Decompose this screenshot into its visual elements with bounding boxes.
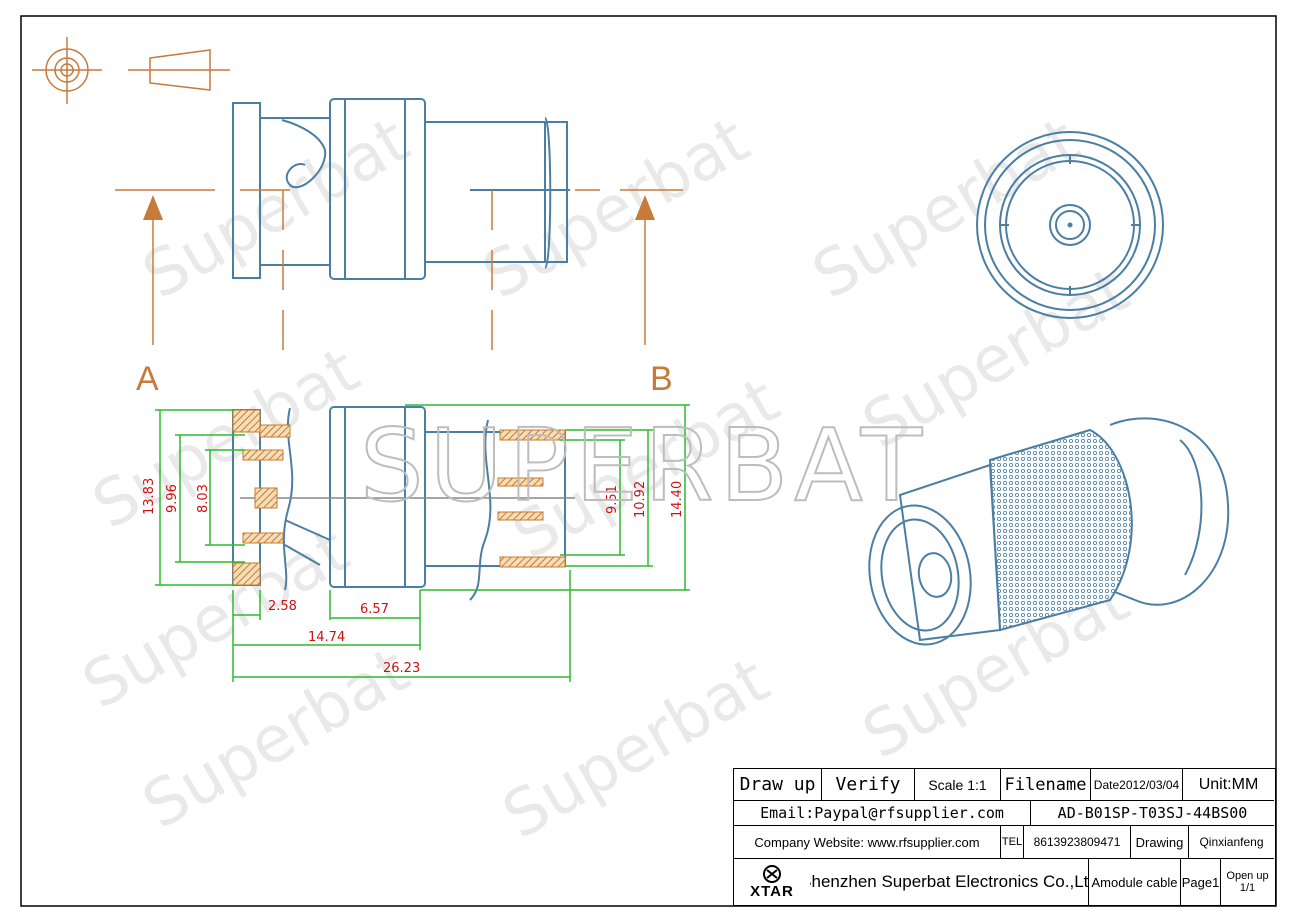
circle-target-icon	[32, 37, 102, 104]
watermark-text: Superbat	[131, 104, 421, 314]
website-cell: Company Website: www.rfsupplier.com	[734, 826, 1001, 859]
dimension-labels: 13.83 9.96 8.03 9.51 10.92 14.40 2.58 6.…	[142, 478, 685, 676]
dim-14-40: 14.40	[670, 481, 685, 518]
open-up-label: Open up	[1226, 870, 1269, 882]
date-cell: Date2012/03/04	[1091, 769, 1183, 801]
open-up-count: 1/1	[1239, 882, 1256, 894]
dimension-lines	[155, 404, 690, 682]
dim-9-51: 9.51	[605, 485, 620, 514]
dim-26-23: 26.23	[383, 661, 420, 676]
dim-6-57: 6.57	[360, 602, 389, 617]
xtar-logo: XTAR	[734, 859, 810, 905]
cable-cell: Amodule cable	[1089, 859, 1181, 905]
tel-label-cell: TEL	[1001, 826, 1024, 859]
verify-cell: Verify	[822, 769, 915, 801]
dim-2-58: 2.58	[268, 599, 297, 614]
email-cell: Email:Paypal@rfsupplier.com	[734, 801, 1031, 826]
center-lines	[115, 189, 683, 355]
dim-14-74: 14.74	[308, 630, 345, 645]
open-up-cell: Open up 1/1	[1221, 859, 1274, 905]
watermark-superbat: SUPERBAT	[360, 407, 928, 524]
draw-up-cell: Draw up	[734, 769, 822, 801]
end-view	[976, 131, 1164, 319]
dim-8-03: 8.03	[196, 484, 211, 513]
xtar-emblem-icon	[763, 864, 781, 883]
company-cell: Shenzhen Superbat Electronics Co.,Ltd	[810, 859, 1089, 905]
drawing-border	[20, 15, 1277, 907]
tel-cell: 8613923809471	[1024, 826, 1131, 859]
dim-9-96: 9.96	[165, 484, 180, 513]
dim-10-92: 10.92	[633, 481, 648, 518]
drawer-cell: Qinxianfeng	[1189, 826, 1274, 859]
title-block: Draw up Verify Scale 1:1 Filename Date20…	[733, 768, 1276, 906]
watermark-text: Superbat	[81, 334, 371, 544]
xtar-logo-text: XTAR	[750, 882, 794, 900]
cone-projection-icon	[128, 49, 230, 91]
hatched-parts	[232, 409, 566, 586]
filename-cell: Filename	[1001, 769, 1091, 801]
drawing-label-cell: Drawing	[1131, 826, 1189, 859]
part-number-cell: AD-B01SP-T03SJ-44BS00	[1031, 801, 1274, 826]
page-cell: Page1	[1181, 859, 1221, 905]
scale-cell: Scale 1:1	[915, 769, 1001, 801]
side-view	[232, 98, 570, 280]
section-label-b: B	[650, 360, 673, 398]
iso-view	[868, 417, 1230, 646]
dim-13-83: 13.83	[142, 478, 157, 515]
section-label-a: A	[136, 360, 159, 398]
unit-cell: Unit:MM	[1183, 769, 1274, 801]
watermark-text: Superbat	[471, 104, 761, 314]
